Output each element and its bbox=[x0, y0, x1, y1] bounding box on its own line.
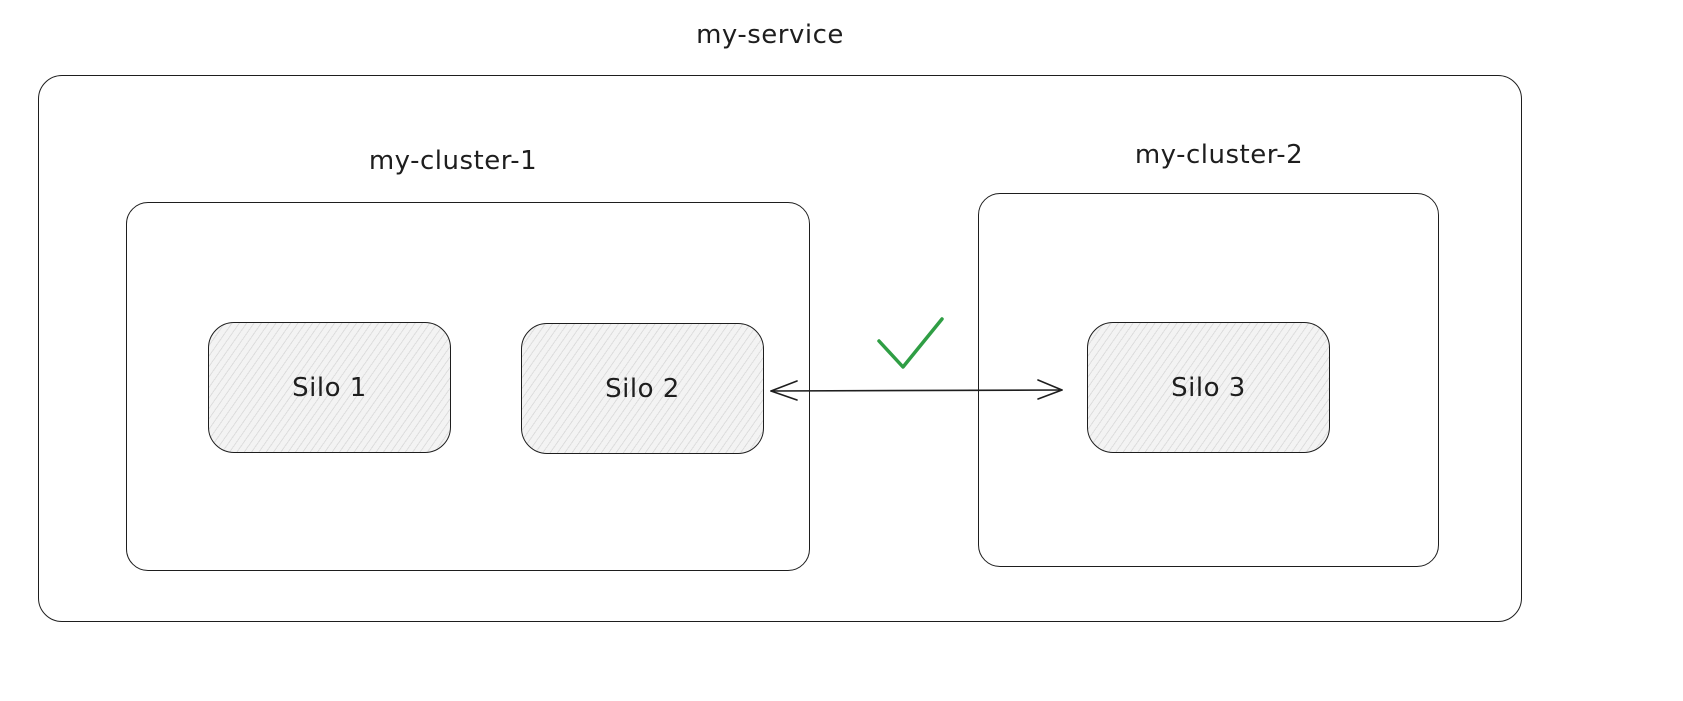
cluster-2-title: my-cluster-2 bbox=[1134, 140, 1304, 170]
silo-1-label: Silo 1 bbox=[292, 372, 367, 403]
cluster-1-container bbox=[126, 202, 810, 571]
service-title: my-service bbox=[696, 20, 844, 50]
silo-2-label: Silo 2 bbox=[605, 373, 680, 404]
silo-3-node: Silo 3 bbox=[1087, 322, 1330, 453]
silo-2-node: Silo 2 bbox=[521, 323, 764, 454]
cluster-1-title: my-cluster-1 bbox=[368, 146, 538, 176]
service-container bbox=[38, 75, 1522, 622]
silo-3-label: Silo 3 bbox=[1171, 372, 1246, 403]
cluster-2-container bbox=[978, 193, 1439, 567]
silo-1-node: Silo 1 bbox=[208, 322, 451, 453]
